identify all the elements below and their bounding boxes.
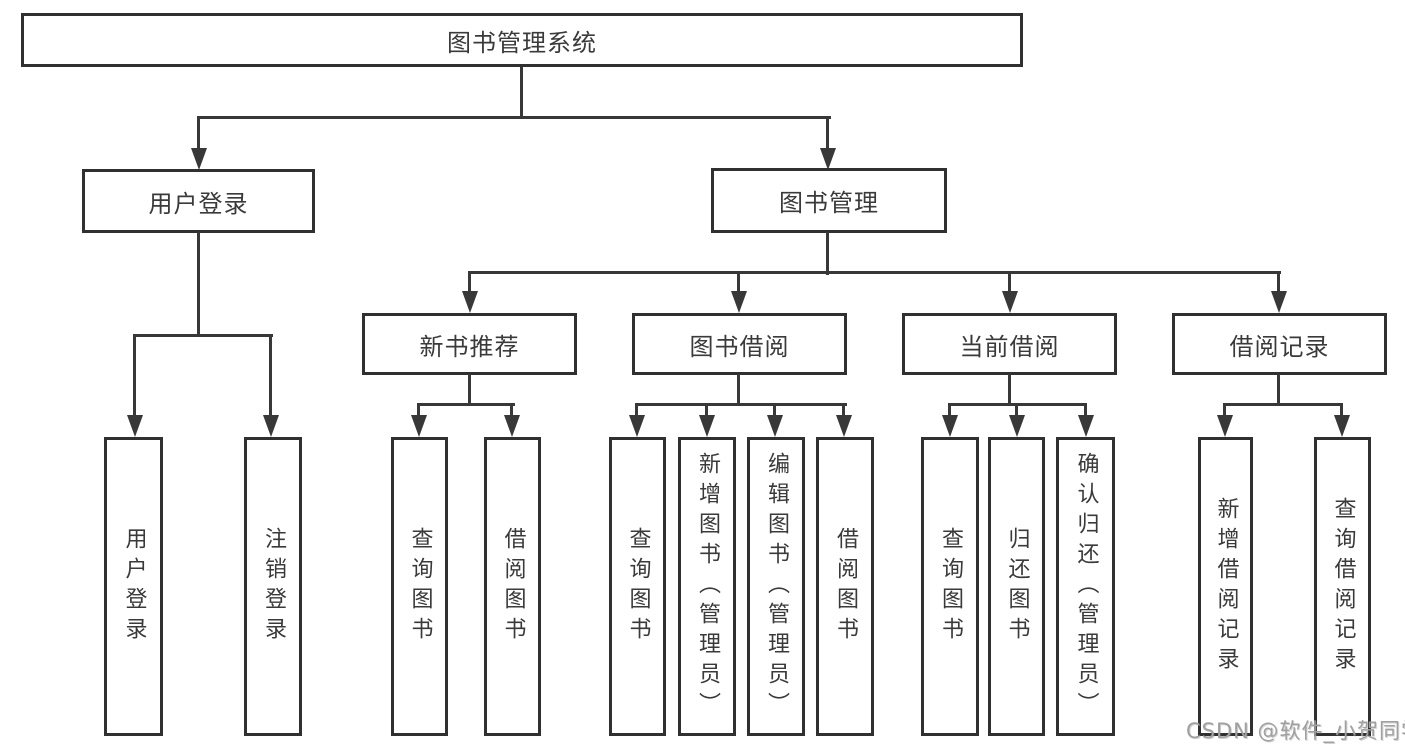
arrow-down-icon (731, 291, 747, 313)
connector-line (468, 271, 1281, 274)
node-label: 借阅记录 (1229, 332, 1330, 361)
connector-line (197, 232, 200, 337)
leaf-query-books-recommend: 查询图书 (391, 437, 448, 736)
connector-line (269, 334, 272, 418)
connector-line (737, 374, 740, 406)
leaf-label: 注销登录 (261, 526, 286, 647)
connector-line (635, 403, 847, 406)
leaf-borrow-books: 借阅图书 (816, 437, 874, 736)
node-current-borrowing: 当前借阅 (902, 313, 1117, 375)
connector-line (1277, 271, 1280, 295)
arrow-down-icon (820, 148, 836, 170)
arrow-down-icon (1271, 291, 1287, 313)
leaf-borrow-books-recommend: 借阅图书 (484, 437, 541, 736)
leaf-label: 查询图书 (938, 526, 963, 647)
leaf-label: 查询借阅记录 (1330, 496, 1356, 677)
leaf-label: 借阅图书 (833, 526, 858, 647)
connector-line (737, 271, 740, 295)
node-label: 新书推荐 (419, 332, 520, 361)
connector-line (842, 403, 845, 419)
arrow-down-icon (127, 415, 143, 437)
node-book-borrowing: 图书借阅 (632, 313, 847, 375)
connector-line (1223, 403, 1226, 419)
arrow-down-icon (1334, 415, 1350, 437)
arrow-down-icon (699, 415, 715, 437)
connector-line (1340, 403, 1343, 419)
connector-line (417, 403, 420, 419)
node-new-book-recommend: 新书推荐 (362, 313, 577, 375)
connector-line (948, 403, 951, 419)
arrow-down-icon (836, 415, 852, 437)
arrow-down-icon (191, 148, 207, 170)
arrow-down-icon (942, 415, 958, 437)
connector-line (468, 271, 471, 295)
leaf-label: 查询图书 (625, 526, 651, 647)
connector-line (1008, 374, 1011, 406)
leaf-label: 编辑图书（管理员） (764, 451, 789, 722)
node-label: 当前借阅 (959, 332, 1060, 361)
node-label: 用户登录 (148, 189, 249, 218)
leaf-query-books-current: 查询图书 (921, 437, 979, 736)
leaf-label: 归还图书 (1004, 526, 1030, 647)
leaf-label: 查询图书 (407, 526, 433, 647)
leaf-confirm-return-admin: 确认归还（管理员） (1056, 437, 1115, 736)
leaf-add-books-admin: 新增图书（管理员） (678, 437, 736, 736)
node-label: 图书借阅 (689, 332, 790, 361)
watermark: CSDN @软件_小贺同学 (1186, 719, 1405, 743)
connector-line (133, 334, 136, 418)
connector-line (1084, 403, 1087, 419)
connector-line (826, 232, 829, 275)
leaf-add-borrow-record: 新增借阅记录 (1198, 437, 1253, 736)
connector-line (468, 374, 471, 406)
arrow-down-icon (411, 415, 427, 437)
leaf-query-books-borrowing: 查询图书 (609, 437, 666, 736)
connector-line (197, 116, 200, 152)
leaf-label: 借阅图书 (500, 526, 526, 647)
arrow-down-icon (1002, 291, 1018, 313)
node-book-management: 图书管理 (711, 168, 947, 233)
connector-line (1223, 403, 1343, 406)
leaf-edit-books-admin: 编辑图书（管理员） (747, 437, 805, 736)
arrow-down-icon (504, 415, 520, 437)
arrow-down-icon (462, 291, 478, 313)
arrow-down-icon (629, 415, 645, 437)
connector-line (1008, 271, 1011, 295)
leaf-user-login: 用户登录 (104, 437, 163, 736)
arrow-down-icon (1078, 415, 1094, 437)
node-borrowing-records: 借阅记录 (1172, 313, 1387, 375)
node-library-management-system: 图书管理系统 (21, 13, 1023, 67)
leaf-return-books: 归还图书 (988, 437, 1045, 736)
arrow-down-icon (263, 415, 279, 437)
connector-line (705, 403, 708, 419)
leaf-label: 确认归还（管理员） (1073, 451, 1099, 722)
leaf-query-borrow-record: 查询借阅记录 (1314, 437, 1371, 736)
node-label: 图书管理 (779, 189, 879, 217)
connector-line (510, 403, 513, 419)
leaf-label: 新增借阅记录 (1213, 496, 1239, 677)
arrow-down-icon (1009, 415, 1025, 437)
arrow-down-icon (767, 415, 783, 437)
connector-line (417, 403, 515, 406)
leaf-label: 用户登录 (121, 526, 147, 647)
leaf-logout: 注销登录 (244, 437, 302, 736)
connector-line (133, 334, 273, 337)
connector-line (826, 116, 829, 152)
connector-line (197, 116, 831, 119)
arrow-down-icon (1217, 415, 1233, 437)
node-label: 图书管理系统 (447, 28, 597, 57)
node-user-login: 用户登录 (82, 169, 315, 233)
connector-line (773, 403, 776, 419)
connector-line (1277, 374, 1280, 406)
connector-line (635, 403, 638, 419)
connector-line (520, 67, 523, 118)
leaf-label: 新增图书（管理员） (695, 451, 720, 722)
connector-line (1015, 403, 1018, 419)
